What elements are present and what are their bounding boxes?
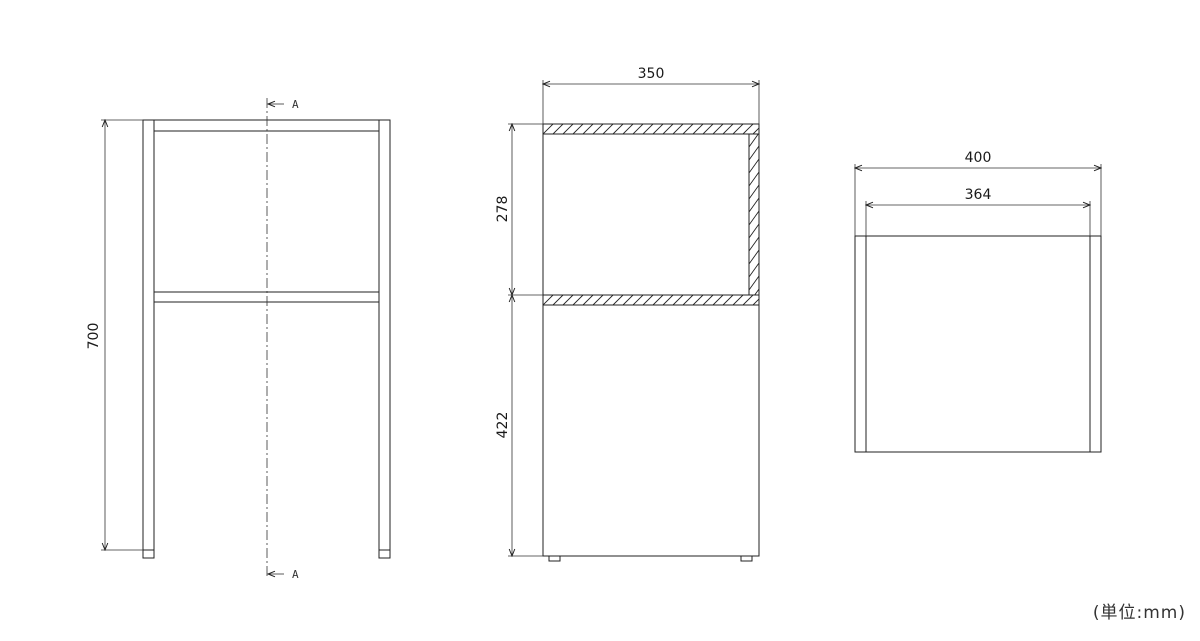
hatch-line — [749, 249, 759, 265]
hatch-line — [662, 124, 674, 134]
section-mark-bottom: A — [292, 568, 299, 581]
hatch-line — [749, 171, 759, 187]
hatch-line — [749, 145, 759, 161]
hatch-line — [722, 124, 734, 134]
hatch-line — [749, 262, 759, 278]
height-dimension-label: 700 — [86, 323, 102, 350]
outer-width-dimension-label: 400 — [965, 150, 992, 166]
hatch-line — [749, 134, 759, 148]
front-right-foot — [378, 549, 391, 559]
section-mark-top: A — [292, 98, 299, 111]
hatch-line — [712, 295, 724, 305]
upper-height-dimension-label: 278 — [495, 196, 511, 223]
hatch-top-panel — [523, 124, 773, 134]
hatch-line — [612, 124, 624, 134]
hatch-line — [582, 295, 594, 305]
hatch-line — [749, 236, 759, 252]
hatch-line — [592, 295, 604, 305]
hatch-line — [523, 295, 533, 305]
hatch-line — [702, 295, 714, 305]
hatch-line — [749, 210, 759, 226]
hatch-line — [642, 295, 654, 305]
hatch-line — [602, 295, 614, 305]
hatch-line — [749, 107, 759, 121]
hatch-line — [552, 124, 564, 134]
hatch-line — [592, 124, 604, 134]
hatch-line — [692, 295, 704, 305]
hatch-line — [672, 124, 684, 134]
hatch-line — [662, 295, 674, 305]
hatch-line — [622, 124, 634, 134]
hatch-line — [543, 295, 544, 296]
hatch-line — [612, 295, 624, 305]
section-right-foot — [740, 555, 753, 562]
hatch-line — [732, 295, 744, 305]
hatch-line — [652, 295, 664, 305]
lower-height-dimension-label: 422 — [495, 412, 511, 439]
top-view-outline — [854, 235, 1102, 453]
hatch-line — [543, 124, 554, 134]
hatch-line — [722, 295, 734, 305]
hatch-line — [622, 295, 634, 305]
section-left-foot — [548, 555, 561, 562]
front-left-post — [142, 119, 155, 551]
hatch-line — [752, 298, 759, 305]
unit-note: (単位:mm) — [1092, 603, 1186, 623]
hatch-line — [582, 124, 594, 134]
hatch-line — [543, 124, 544, 125]
hatch-line — [763, 124, 773, 134]
front-left-foot — [142, 549, 155, 559]
hatch-line — [572, 295, 584, 305]
hatch-line — [543, 295, 554, 305]
hatch-line — [642, 124, 654, 134]
hatch-line — [742, 295, 754, 305]
hatch-line — [523, 124, 533, 134]
hatch-line — [749, 158, 759, 174]
width-dimension-label: 350 — [638, 66, 665, 82]
hatch-line — [632, 124, 644, 134]
hatch-line — [763, 295, 773, 305]
hatch-line — [602, 124, 614, 134]
front-right-post — [378, 119, 391, 551]
hatch-line — [742, 124, 754, 134]
hatch-line — [749, 184, 759, 200]
hatch-line — [652, 124, 664, 134]
inner-width-dimension-label: 364 — [965, 187, 992, 203]
hatch-line — [672, 295, 684, 305]
hatch-line — [754, 288, 759, 295]
hatch-middle-shelf — [523, 295, 773, 305]
hatch-line — [562, 295, 574, 305]
hatch-line — [572, 124, 584, 134]
front-view: A A 700 — [86, 98, 391, 581]
hatch-line — [732, 124, 744, 134]
hatch-line — [682, 124, 694, 134]
hatch-line — [632, 295, 644, 305]
hatch-line — [682, 295, 694, 305]
hatch-line — [749, 275, 759, 291]
top-view: 400 364 — [854, 150, 1102, 453]
hatch-line — [749, 197, 759, 213]
hatch-line — [692, 124, 704, 134]
hatch-back-panel — [749, 107, 759, 295]
hatch-line — [752, 127, 759, 134]
hatch-line — [749, 223, 759, 239]
hatch-line — [702, 124, 714, 134]
hatch-line — [712, 124, 724, 134]
section-outer-body — [542, 123, 760, 557]
hatch-line — [562, 124, 574, 134]
hatch-line — [552, 295, 564, 305]
section-view: 350 278 422 — [495, 66, 773, 562]
